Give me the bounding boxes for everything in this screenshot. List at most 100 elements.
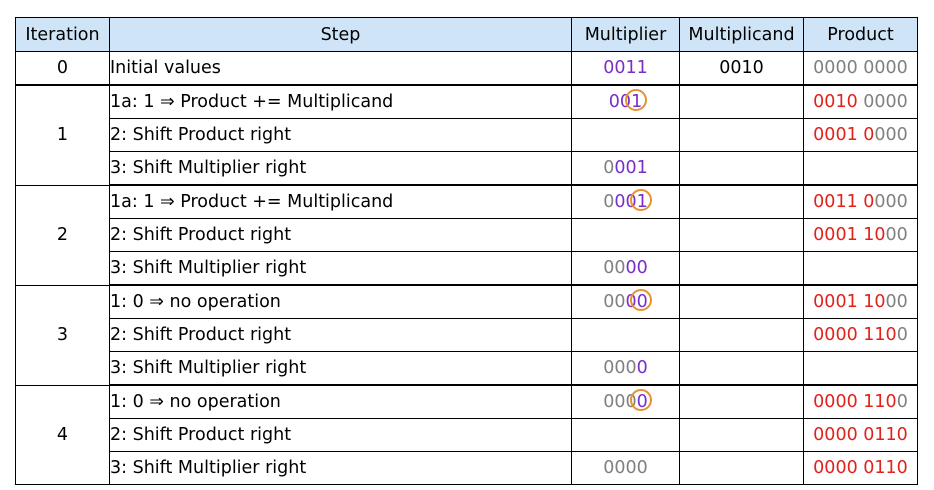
multiplier-cell — [571, 118, 680, 152]
step-cell: 2: Shift Product right — [109, 218, 572, 252]
product-red-bits: 0011 0 — [813, 192, 875, 212]
step-cell: 1: 0 ⇒ no operation — [109, 284, 572, 319]
multiplier-purple-bits: 00 — [625, 258, 648, 278]
product-red-bits: 0001 10 — [813, 225, 886, 245]
header-product: Product — [803, 17, 918, 52]
multiplier-lsb-bit: 1 — [636, 192, 648, 212]
multiplicand-cell — [679, 318, 804, 352]
iteration-cell: 4 — [15, 384, 110, 485]
header-iteration: Iteration — [15, 17, 110, 52]
multiplicand-cell — [679, 351, 804, 386]
multiplier-cell: 0000 — [571, 251, 680, 286]
circled-bit: 0 — [630, 286, 653, 318]
step-cell: 1a: 1 ⇒ Product += Multiplicand — [109, 84, 572, 119]
table-row: 2: Shift Product right 0000 0110 — [16, 418, 918, 452]
product-cell: 0001 1000 — [803, 218, 918, 252]
multiplier-grey-bits: 0 — [603, 192, 615, 212]
multiplicand-cell — [679, 451, 804, 485]
step-cell: 3: Shift Multiplier right — [109, 251, 572, 286]
table-header-row: Iteration Step Multiplier Multiplicand P… — [15, 17, 918, 52]
product-red-bits: 0001 0 — [813, 125, 875, 145]
circled-bit: 0 — [630, 386, 653, 418]
circled-bit: 1 — [624, 86, 647, 118]
step-cell: Initial values — [109, 51, 572, 86]
multiplier-lsb-bit: 1 — [631, 92, 643, 112]
multiplicand-cell — [679, 251, 804, 286]
table-row: 2: Shift Product right 0001 1000 — [16, 218, 918, 252]
product-grey-bits: 0000 — [857, 92, 908, 112]
product-red-bits: 0010 — [813, 92, 858, 112]
product-cell: 0011 0000 — [803, 184, 918, 219]
product-cell — [803, 351, 918, 386]
product-cell: 0000 0000 — [803, 51, 918, 86]
header-step: Step — [109, 17, 572, 52]
step-cell: 2: Shift Product right — [109, 318, 572, 352]
multiplier-purple-bits: 0 — [636, 358, 648, 378]
multiplier-cell: 001 — [571, 84, 680, 119]
iteration-cell: 1 — [15, 84, 110, 186]
multiplicand-cell — [679, 218, 804, 252]
iteration-cell: 2 — [15, 184, 110, 286]
product-grey-bits: 0000 0000 — [813, 58, 908, 78]
header-multiplicand: Multiplicand — [679, 17, 804, 52]
multiplier-cell: 0001 — [571, 151, 680, 186]
step-cell: 3: Shift Multiplier right — [109, 351, 572, 386]
step-cell: 2: Shift Product right — [109, 118, 572, 152]
multiplier-cell — [571, 418, 680, 452]
multiplier-grey-bits: 0000 — [603, 458, 648, 478]
product-grey-bits: 00 — [885, 292, 908, 312]
product-cell: 0010 0000 — [803, 84, 918, 119]
multiplier-lsb-bit: 0 — [636, 292, 648, 312]
multiplicand-cell — [679, 284, 804, 319]
multiplier-cell: 0000 — [571, 351, 680, 386]
multiplier-cell: 0000 — [571, 451, 680, 485]
product-cell: 0001 0000 — [803, 118, 918, 152]
table-row: 2: Shift Product right 0000 1100 — [16, 318, 918, 352]
multiplier-grey-bits: 00 — [603, 258, 626, 278]
product-red-bits: 0000 0110 — [813, 425, 908, 445]
step-cell: 1: 0 ⇒ no operation — [109, 384, 572, 419]
multiplicand-cell: 0010 — [679, 51, 804, 86]
header-multiplier: Multiplier — [571, 17, 680, 52]
multiplier-grey-bits: 000 — [603, 392, 637, 412]
multiplicand-cell — [679, 418, 804, 452]
step-cell: 3: Shift Multiplier right — [109, 151, 572, 186]
multiplier-cell — [571, 218, 680, 252]
step-cell: 3: Shift Multiplier right — [109, 451, 572, 485]
step-cell: 2: Shift Product right — [109, 418, 572, 452]
product-grey-bits: 00 — [885, 225, 908, 245]
multiplier-grey-bits: 00 — [603, 292, 626, 312]
multiplicand-cell — [679, 151, 804, 186]
product-grey-bits: 0 — [896, 392, 908, 412]
multiplier-lsb-bit: 0 — [636, 392, 648, 412]
multiplier-purple-bits: 00 — [614, 192, 637, 212]
multiplier-cell: 0000 — [571, 384, 680, 419]
product-cell: 0000 0110 — [803, 418, 918, 452]
multiplier-grey-bits: 0 — [603, 158, 615, 178]
multiplier-purple-bits: 00 — [608, 92, 632, 112]
product-cell: 0001 1000 — [803, 284, 918, 319]
multiplier-purple-bits: 0 — [625, 292, 637, 312]
multiplicand-cell — [679, 384, 804, 419]
product-red-bits: 0000 110 — [813, 325, 897, 345]
product-cell: 0000 1100 — [803, 384, 918, 419]
step-cell: 1a: 1 ⇒ Product += Multiplicand — [109, 184, 572, 219]
multiplication-table-container: Iteration Step Multiplier Multiplicand P… — [15, 17, 918, 485]
multiplier-cell — [571, 318, 680, 352]
product-grey-bits: 0 — [896, 325, 908, 345]
multiplier-grey-bits: 000 — [603, 358, 637, 378]
product-cell — [803, 251, 918, 286]
multiplication-steps-table: Iteration Step Multiplier Multiplicand P… — [15, 17, 918, 485]
multiplier-purple-bits: 0011 — [603, 58, 648, 78]
iteration-cell: 0 — [15, 51, 110, 86]
multiplicand-cell — [679, 118, 804, 152]
multiplier-cell: 0000 — [571, 284, 680, 319]
table-row: 2: Shift Product right 0001 0000 — [16, 118, 918, 152]
